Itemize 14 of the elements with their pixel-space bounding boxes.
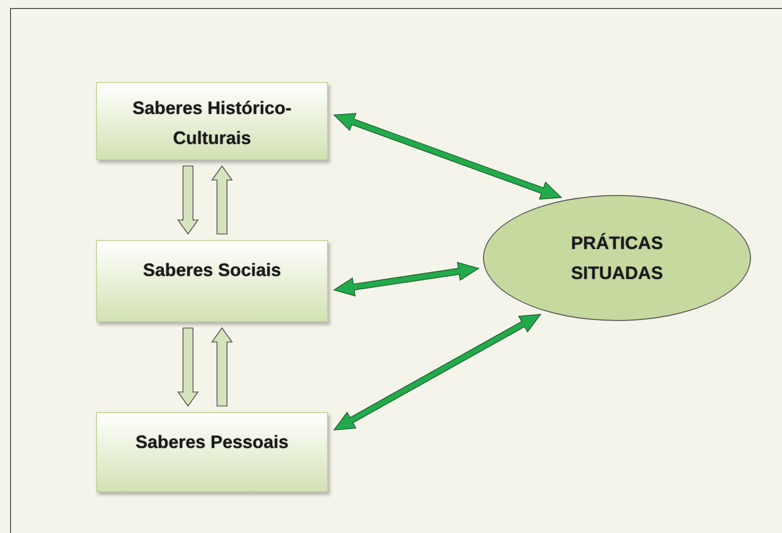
double-arrow (333, 314, 542, 430)
double-arrow (333, 262, 480, 296)
node-label: Saberes Pessoais (135, 431, 289, 454)
block-arrow (211, 165, 233, 234)
node-label: Saberes Histórico-Culturais (131, 97, 293, 150)
block-arrow (177, 166, 199, 235)
node-label: Saberes Sociais (142, 259, 282, 282)
process-box (96, 240, 328, 322)
process-box (96, 82, 328, 160)
block-arrow (211, 327, 233, 406)
block-arrow (177, 328, 199, 407)
double-arrow (333, 112, 562, 200)
node-label: PRÁTICAS SITUADAS (570, 232, 664, 285)
process-box (96, 412, 328, 492)
